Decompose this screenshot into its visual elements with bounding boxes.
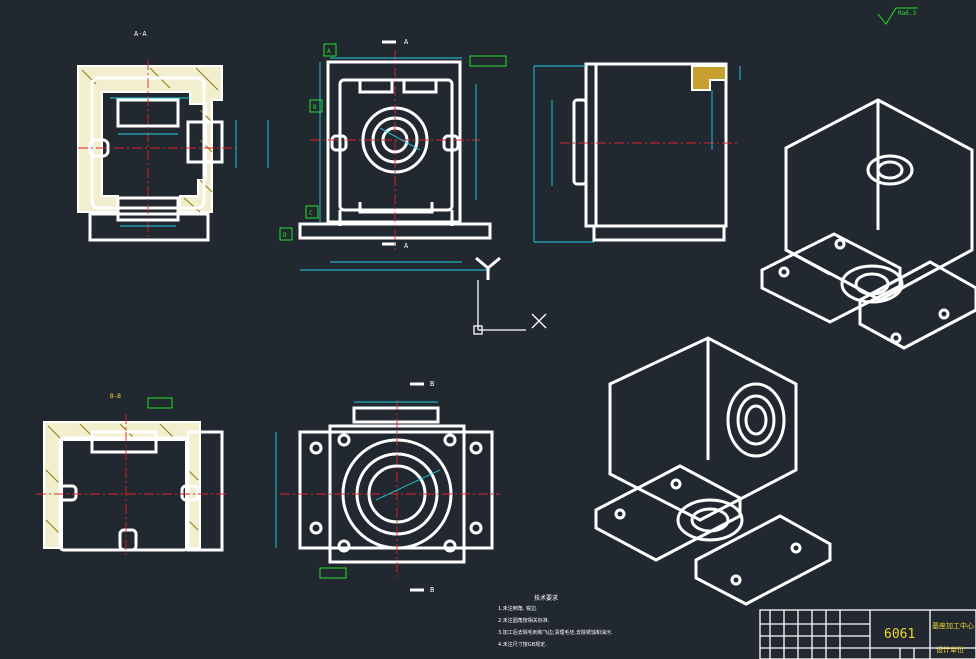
svg-text:D: D [283,232,287,239]
bottom-view: B B [275,380,500,594]
part-name-text: 基座加工中心 [932,621,974,630]
material-text: 6061 [884,627,915,642]
ucs-icon [473,280,526,335]
datum-c: C [305,205,319,219]
svg-text:A: A [327,48,331,55]
front-view: A A A B C [279,38,507,280]
section-bb-label: B-B [110,393,121,400]
roughness-label: Ra6.3 [898,10,916,17]
note-line-2: 2.未注圆角按相关标准. [498,617,550,624]
note-line-3: 3.加工后去除毛刺和飞边,清理毛坯,去除锈蚀和油污. [498,629,613,636]
isometric-view-2 [594,336,832,606]
isometric-view-1 [760,98,976,350]
roughness-symbol: Ra6.3 [877,7,918,25]
section-bb-view: B-B [36,393,226,556]
datum-d: D [279,227,293,241]
datum-a: A [323,43,337,57]
side-view [533,62,741,243]
svg-text:C: C [309,210,313,217]
view-arrow-b-top: B [430,380,434,388]
view-arrow-b-bottom: B [430,586,434,594]
section-aa-label: A-A [134,30,147,38]
crosshair-cursor[interactable] [531,313,547,329]
note-line-1: 1.未注倒角, 锐边. [498,605,538,612]
section-aa-view: A-A [77,30,269,242]
notes-title: 技术要求 [534,594,558,602]
datum-b: B [309,99,323,113]
view-arrow-a-top: A [404,38,409,46]
note-line-4: 4.未注尺寸按GB规定. [498,641,547,648]
technical-notes: 技术要求 1.未注倒角, 锐边. 2.未注圆角按相关标准. 3.加工后去除毛刺和… [498,594,613,648]
svg-text:B: B [313,104,317,111]
unit-text: 设计单位 [936,645,964,654]
view-arrow-a-bottom: A [404,242,409,250]
title-block: 6061 基座加工中心 设计单位 [759,609,976,659]
